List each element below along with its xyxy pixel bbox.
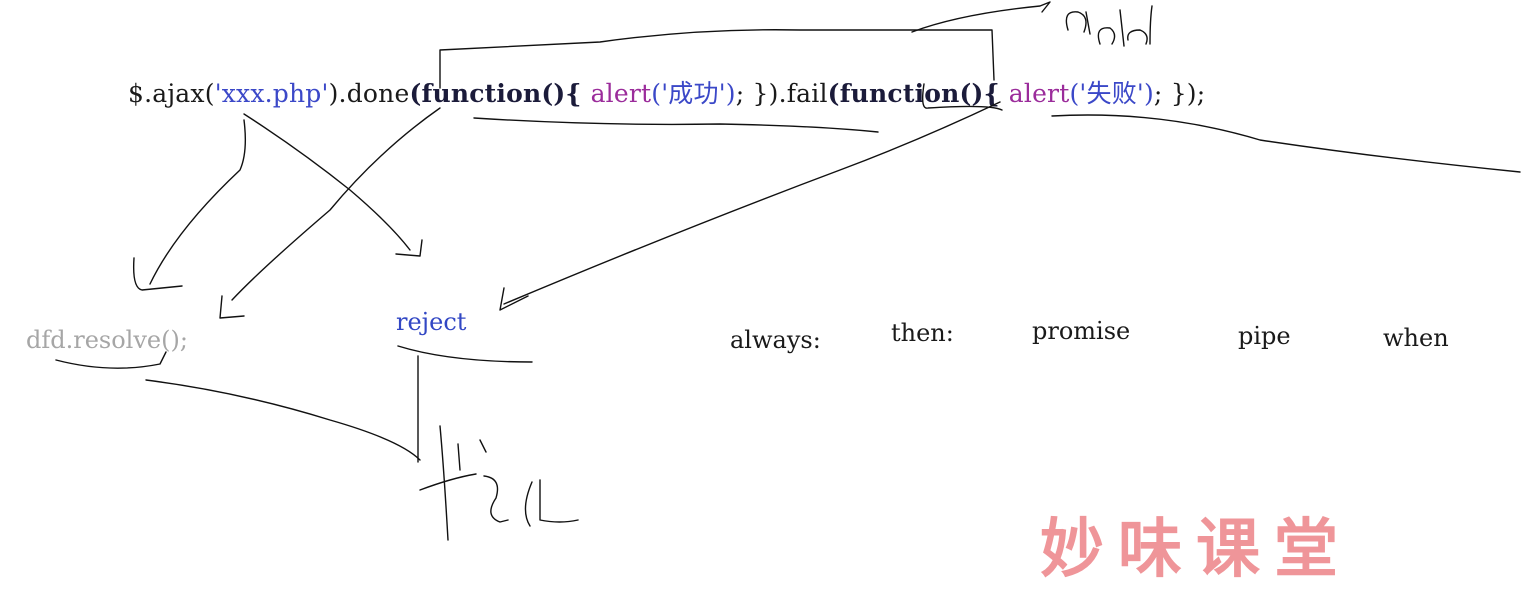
fail-scribble [921, 83, 1003, 111]
done-alert: alert [590, 79, 652, 108]
promise-label: promise [1032, 317, 1131, 345]
fail-alert-arg: ('失败') [1069, 79, 1154, 108]
fail-function: (function(){ [827, 79, 1009, 108]
fail-method: .fail [778, 79, 828, 108]
add-scribble [1065, 5, 1153, 47]
ajax-arrow-left [132, 119, 247, 291]
fire-scribble [419, 425, 579, 541]
resolve-underline [55, 351, 167, 369]
code-line: $.ajax('xxx.php').done(function(){ alert… [128, 74, 1205, 110]
always-label: always: [730, 326, 821, 354]
done-alert-arg: ('成功') [651, 79, 736, 108]
handwritten-annotations [55, 1, 1521, 541]
done-function: (function(){ [409, 79, 591, 108]
fail-alert: alert [1008, 79, 1070, 108]
done-tail: ; }) [735, 79, 779, 108]
paren-close: ). [328, 79, 347, 108]
resolve-to-fire [145, 379, 421, 461]
when-label: when [1383, 324, 1449, 352]
fail-arrow [499, 101, 1001, 311]
fail-tail: ; }); [1153, 79, 1206, 108]
add-arrow [911, 1, 1051, 33]
reject-underline [397, 345, 533, 363]
add-bracket [439, 29, 995, 89]
paren-open: ( [204, 79, 215, 108]
done-underline [473, 117, 879, 133]
ajax-arrow-right [243, 113, 423, 257]
reject-label: reject [396, 308, 467, 336]
fail-fn-underline [1051, 114, 1521, 173]
done-arrow [219, 107, 441, 319]
done-method: done [346, 79, 410, 108]
ajax-call: $.ajax [128, 79, 205, 108]
dfd-resolve-label: dfd.resolve(); [26, 326, 188, 354]
then-label: then: [891, 319, 954, 347]
url-string: 'xxx.php' [214, 79, 329, 108]
pipe-label: pipe [1238, 322, 1291, 350]
